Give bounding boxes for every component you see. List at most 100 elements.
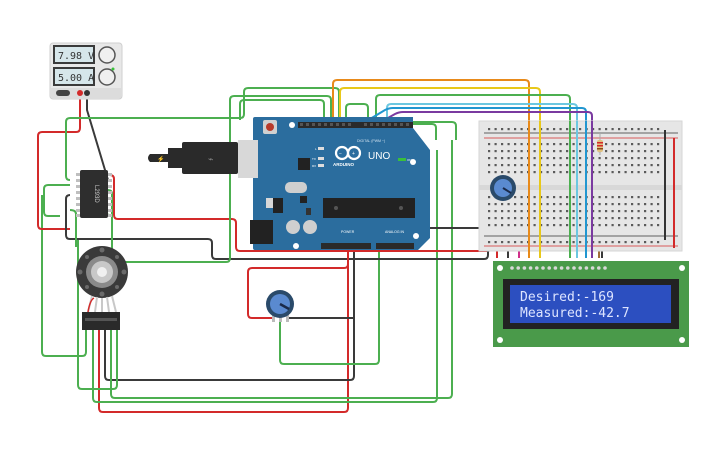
breadboard-hole[interactable]	[507, 143, 510, 146]
breadboard-hole[interactable]	[650, 150, 653, 153]
breadboard-hole[interactable]	[501, 150, 504, 153]
breadboard-hole[interactable]	[598, 203, 601, 206]
breadboard-hole[interactable]	[631, 164, 634, 167]
breadboard-hole[interactable]	[592, 164, 595, 167]
breadboard-hole[interactable]	[514, 143, 517, 146]
breadboard-hole[interactable]	[533, 217, 536, 220]
breadboard-hole[interactable]	[637, 157, 640, 160]
lcd-pin[interactable]	[516, 266, 520, 270]
breadboard-hole[interactable]	[488, 128, 491, 131]
breadboard-hole[interactable]	[657, 157, 660, 160]
breadboard-hole[interactable]	[650, 241, 653, 244]
breadboard-hole[interactable]	[514, 241, 517, 244]
breadboard-hole[interactable]	[611, 150, 614, 153]
breadboard-hole[interactable]	[644, 171, 647, 174]
breadboard-hole[interactable]	[592, 150, 595, 153]
breadboard-hole[interactable]	[546, 224, 549, 227]
breadboard-hole[interactable]	[618, 203, 621, 206]
breadboard-hole[interactable]	[618, 217, 621, 220]
breadboard-hole[interactable]	[624, 224, 627, 227]
breadboard-hole[interactable]	[611, 196, 614, 199]
lcd-pin[interactable]	[578, 266, 582, 270]
breadboard-hole[interactable]	[546, 196, 549, 199]
breadboard-hole[interactable]	[631, 128, 634, 131]
breadboard-hole[interactable]	[520, 128, 523, 131]
breadboard-hole[interactable]	[624, 157, 627, 160]
breadboard-hole[interactable]	[520, 224, 523, 227]
breadboard-hole[interactable]	[657, 241, 660, 244]
lcd-16x2[interactable]: Desired:-169 Measured:-42.7	[493, 261, 689, 347]
breadboard-hole[interactable]	[572, 171, 575, 174]
breadboard-hole[interactable]	[488, 164, 491, 167]
breadboard-hole[interactable]	[507, 241, 510, 244]
wire-red-supply[interactable]	[37, 95, 81, 230]
breadboard-hole[interactable]	[488, 224, 491, 227]
wire-green-l293d-5[interactable]	[69, 209, 77, 247]
breadboard-hole[interactable]	[501, 241, 504, 244]
breadboard-hole[interactable]	[546, 164, 549, 167]
lcd-contrast-potentiometer[interactable]	[490, 175, 516, 201]
breadboard-hole[interactable]	[546, 210, 549, 213]
breadboard-hole[interactable]	[546, 217, 549, 220]
breadboard-hole[interactable]	[637, 210, 640, 213]
usb-cable[interactable]: ⚡ ⌁	[148, 140, 258, 178]
breadboard-hole[interactable]	[501, 128, 504, 131]
breadboard-hole[interactable]	[514, 196, 517, 199]
breadboard-hole[interactable]	[611, 203, 614, 206]
breadboard-hole[interactable]	[488, 171, 491, 174]
breadboard-hole[interactable]	[592, 217, 595, 220]
breadboard-hole[interactable]	[533, 157, 536, 160]
breadboard-hole[interactable]	[566, 217, 569, 220]
breadboard-hole[interactable]	[566, 196, 569, 199]
breadboard-hole[interactable]	[592, 157, 595, 160]
breadboard-hole[interactable]	[650, 203, 653, 206]
breadboard-hole[interactable]	[488, 143, 491, 146]
setpoint-potentiometer[interactable]	[266, 290, 294, 322]
breadboard-hole[interactable]	[553, 128, 556, 131]
breadboard-hole[interactable]	[501, 203, 504, 206]
breadboard-hole[interactable]	[566, 171, 569, 174]
wire-green-l293d-2[interactable]	[65, 87, 340, 181]
breadboard-hole[interactable]	[572, 196, 575, 199]
breadboard-hole[interactable]	[644, 128, 647, 131]
breadboard-hole[interactable]	[618, 143, 621, 146]
breadboard-hole[interactable]	[618, 164, 621, 167]
breadboard-hole[interactable]	[598, 164, 601, 167]
breadboard-hole[interactable]	[598, 210, 601, 213]
breadboard-hole[interactable]	[488, 210, 491, 213]
wire-red-bottom[interactable]	[98, 250, 349, 413]
breadboard[interactable]	[478, 120, 683, 258]
breadboard-hole[interactable]	[598, 241, 601, 244]
breadboard-hole[interactable]	[579, 164, 582, 167]
breadboard-hole[interactable]	[637, 143, 640, 146]
breadboard-hole[interactable]	[566, 224, 569, 227]
wire-black-supply[interactable]	[86, 95, 109, 181]
lcd-pin[interactable]	[553, 266, 558, 270]
breadboard-hole[interactable]	[637, 241, 640, 244]
breadboard-hole[interactable]	[566, 164, 569, 167]
breadboard-hole[interactable]	[631, 143, 634, 146]
analog-header[interactable]	[376, 243, 414, 249]
power-toggle[interactable]	[56, 90, 70, 96]
breadboard-hole[interactable]	[605, 203, 608, 206]
breadboard-hole[interactable]	[598, 196, 601, 199]
breadboard-hole[interactable]	[637, 217, 640, 220]
breadboard-hole[interactable]	[514, 210, 517, 213]
breadboard-hole[interactable]	[650, 196, 653, 199]
breadboard-hole[interactable]	[501, 164, 504, 167]
breadboard-hole[interactable]	[507, 224, 510, 227]
breadboard-hole[interactable]	[520, 217, 523, 220]
breadboard-hole[interactable]	[540, 143, 543, 146]
breadboard-hole[interactable]	[520, 150, 523, 153]
breadboard-hole[interactable]	[644, 224, 647, 227]
breadboard-hole[interactable]	[520, 210, 523, 213]
breadboard-hole[interactable]	[624, 217, 627, 220]
wire-green-pot-loop[interactable]	[279, 240, 380, 365]
breadboard-hole[interactable]	[533, 203, 536, 206]
breadboard-hole[interactable]	[501, 157, 504, 160]
breadboard-hole[interactable]	[553, 171, 556, 174]
breadboard-hole[interactable]	[657, 224, 660, 227]
breadboard-hole[interactable]	[572, 241, 575, 244]
breadboard-hole[interactable]	[501, 143, 504, 146]
current-knob[interactable]	[98, 68, 116, 86]
